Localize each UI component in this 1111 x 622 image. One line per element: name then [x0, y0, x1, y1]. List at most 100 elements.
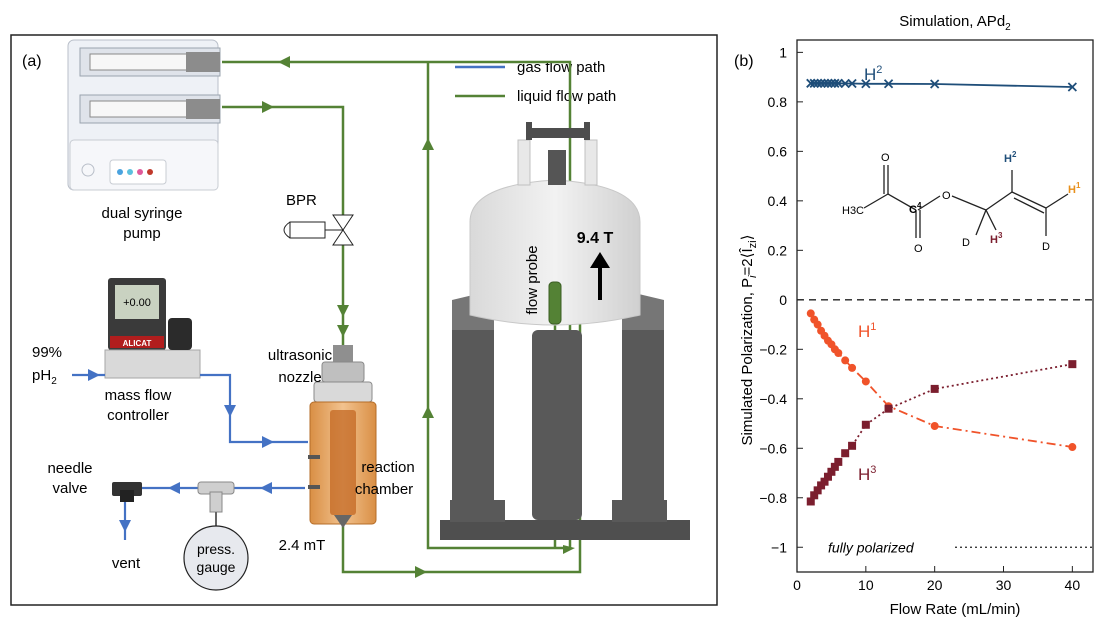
x-axis-label: Flow Rate (mL/min): [890, 601, 1021, 618]
flow-schematic: (a) gas flow path liquid flow path dual …: [10, 34, 718, 606]
field-strength-label: 9.4 T: [577, 230, 614, 247]
dual-syringe-pump: [67, 39, 221, 191]
chart-title: Simulation, APd2: [899, 13, 1011, 33]
data-point-h3: [930, 384, 939, 393]
data-point-h2: [816, 78, 826, 88]
x-tick-label: 20: [927, 577, 943, 593]
panel-a-frame: [10, 34, 718, 606]
x-tick-label: 10: [858, 577, 874, 593]
svg-text:O: O: [914, 243, 923, 255]
data-point-h2: [819, 78, 830, 88]
data-point-h3: [834, 457, 843, 466]
y-tick-label: −0.2: [759, 341, 787, 357]
pressure-gauge: [183, 525, 249, 591]
svg-text:D: D: [1042, 241, 1050, 253]
data-point-h1: [810, 315, 819, 324]
data-point-h1: [1068, 443, 1077, 452]
data-point-h2: [930, 79, 940, 89]
data-point-h3: [830, 462, 839, 471]
data-point-h1: [848, 363, 857, 372]
reference-lines: [797, 299, 1093, 548]
data-point-h3: [884, 404, 893, 413]
svg-text:C4: C4: [909, 201, 922, 216]
data-point-h2: [861, 79, 871, 89]
x-tick-label: 40: [1065, 577, 1081, 593]
schematic-legend: gas flow path liquid flow path: [455, 59, 616, 105]
molecule-labels: H3C O O C4 O D H3 H2 H1 D: [842, 150, 1081, 255]
nozzle-label-line2: nozzle: [278, 369, 321, 386]
ph2-purity: 99%: [32, 344, 62, 361]
mfc-label-line1: mass flow: [105, 387, 172, 404]
gauge-label-line1: press.: [197, 541, 235, 557]
data-point-h2: [847, 78, 857, 89]
data-point-h2: [1067, 82, 1077, 92]
series-markers: [806, 78, 1077, 506]
series-line-h2: [810, 82, 1073, 88]
data-point-h1: [841, 356, 850, 365]
bpr-valve: [283, 214, 354, 246]
data-point-h1: [827, 340, 836, 349]
data-point-h3: [861, 420, 870, 429]
data-point-h3: [1068, 360, 1077, 369]
chamber-field-label: 2.4 mT: [279, 537, 326, 554]
data-point-h3: [848, 441, 857, 450]
svg-text:O: O: [881, 152, 890, 164]
data-point-h1: [817, 326, 826, 335]
data-point-h1: [823, 336, 832, 345]
flow-probe-label: flow probe: [524, 245, 541, 314]
data-point-h3: [841, 449, 850, 458]
mass-flow-controller: [104, 278, 201, 379]
y-tick-label: 0: [779, 292, 787, 308]
plot-area: [796, 39, 1094, 573]
tee-fitting: [197, 481, 235, 528]
legend-liquid-label: liquid flow path: [517, 88, 616, 105]
needle-valve: [112, 482, 142, 502]
panel-a-label: (a): [22, 53, 42, 70]
gas-arrows: [88, 369, 274, 532]
nmr-magnet: [440, 122, 690, 540]
data-point-h3: [823, 472, 832, 481]
y-tick-label: 0.6: [768, 143, 788, 159]
y-tick-label: 0.8: [768, 94, 788, 110]
data-point-h2: [823, 78, 833, 88]
svg-text:H1: H1: [1068, 181, 1081, 196]
series-label-h2: H2: [864, 64, 882, 84]
y-tick-label: 0.2: [768, 242, 788, 258]
data-point-h2: [840, 78, 850, 89]
series-line-h3: [810, 363, 1073, 502]
data-point-h1: [806, 309, 815, 318]
data-point-h1: [834, 349, 843, 358]
series-label-h3: H3: [858, 464, 876, 484]
data-point-h1: [820, 331, 829, 340]
svg-text:D: D: [962, 237, 970, 249]
data-point-h2: [833, 78, 843, 88]
data-point-h1: [930, 422, 939, 431]
data-point-h1: [861, 377, 870, 386]
mfc-display: +0.00: [123, 297, 151, 309]
data-point-h2: [813, 78, 823, 88]
y-tick-label: −0.8: [759, 490, 787, 506]
data-point-h1: [884, 402, 893, 411]
x-tick-label: 0: [793, 577, 801, 593]
bpr-label: BPR: [286, 192, 317, 209]
series-label-h1: H1: [858, 321, 876, 341]
series-lines: [810, 82, 1073, 502]
fully-polarized-label: fully polarized: [828, 539, 915, 555]
molecule-structure: [863, 165, 1069, 238]
data-point-h1: [830, 345, 839, 354]
ph2-label: pH2: [32, 367, 57, 387]
data-point-h2: [809, 78, 819, 88]
data-point-h1: [813, 320, 822, 329]
y-tick-label: 0.4: [768, 193, 788, 209]
data-point-h3: [817, 481, 826, 490]
needle-valve-label-line1: needle: [47, 460, 92, 477]
data-point-h3: [820, 477, 829, 486]
series-line-h1: [810, 312, 1073, 448]
chamber-label-line1: reaction: [361, 459, 414, 476]
field-arrow-icon: [590, 252, 610, 300]
nozzle-label-line1: ultrasonic: [268, 347, 333, 364]
chamber-label-line2: chamber: [355, 481, 413, 498]
x-tick-label: 30: [996, 577, 1012, 593]
data-point-h3: [806, 497, 815, 506]
mfc-brand: ALICAT: [123, 339, 152, 348]
